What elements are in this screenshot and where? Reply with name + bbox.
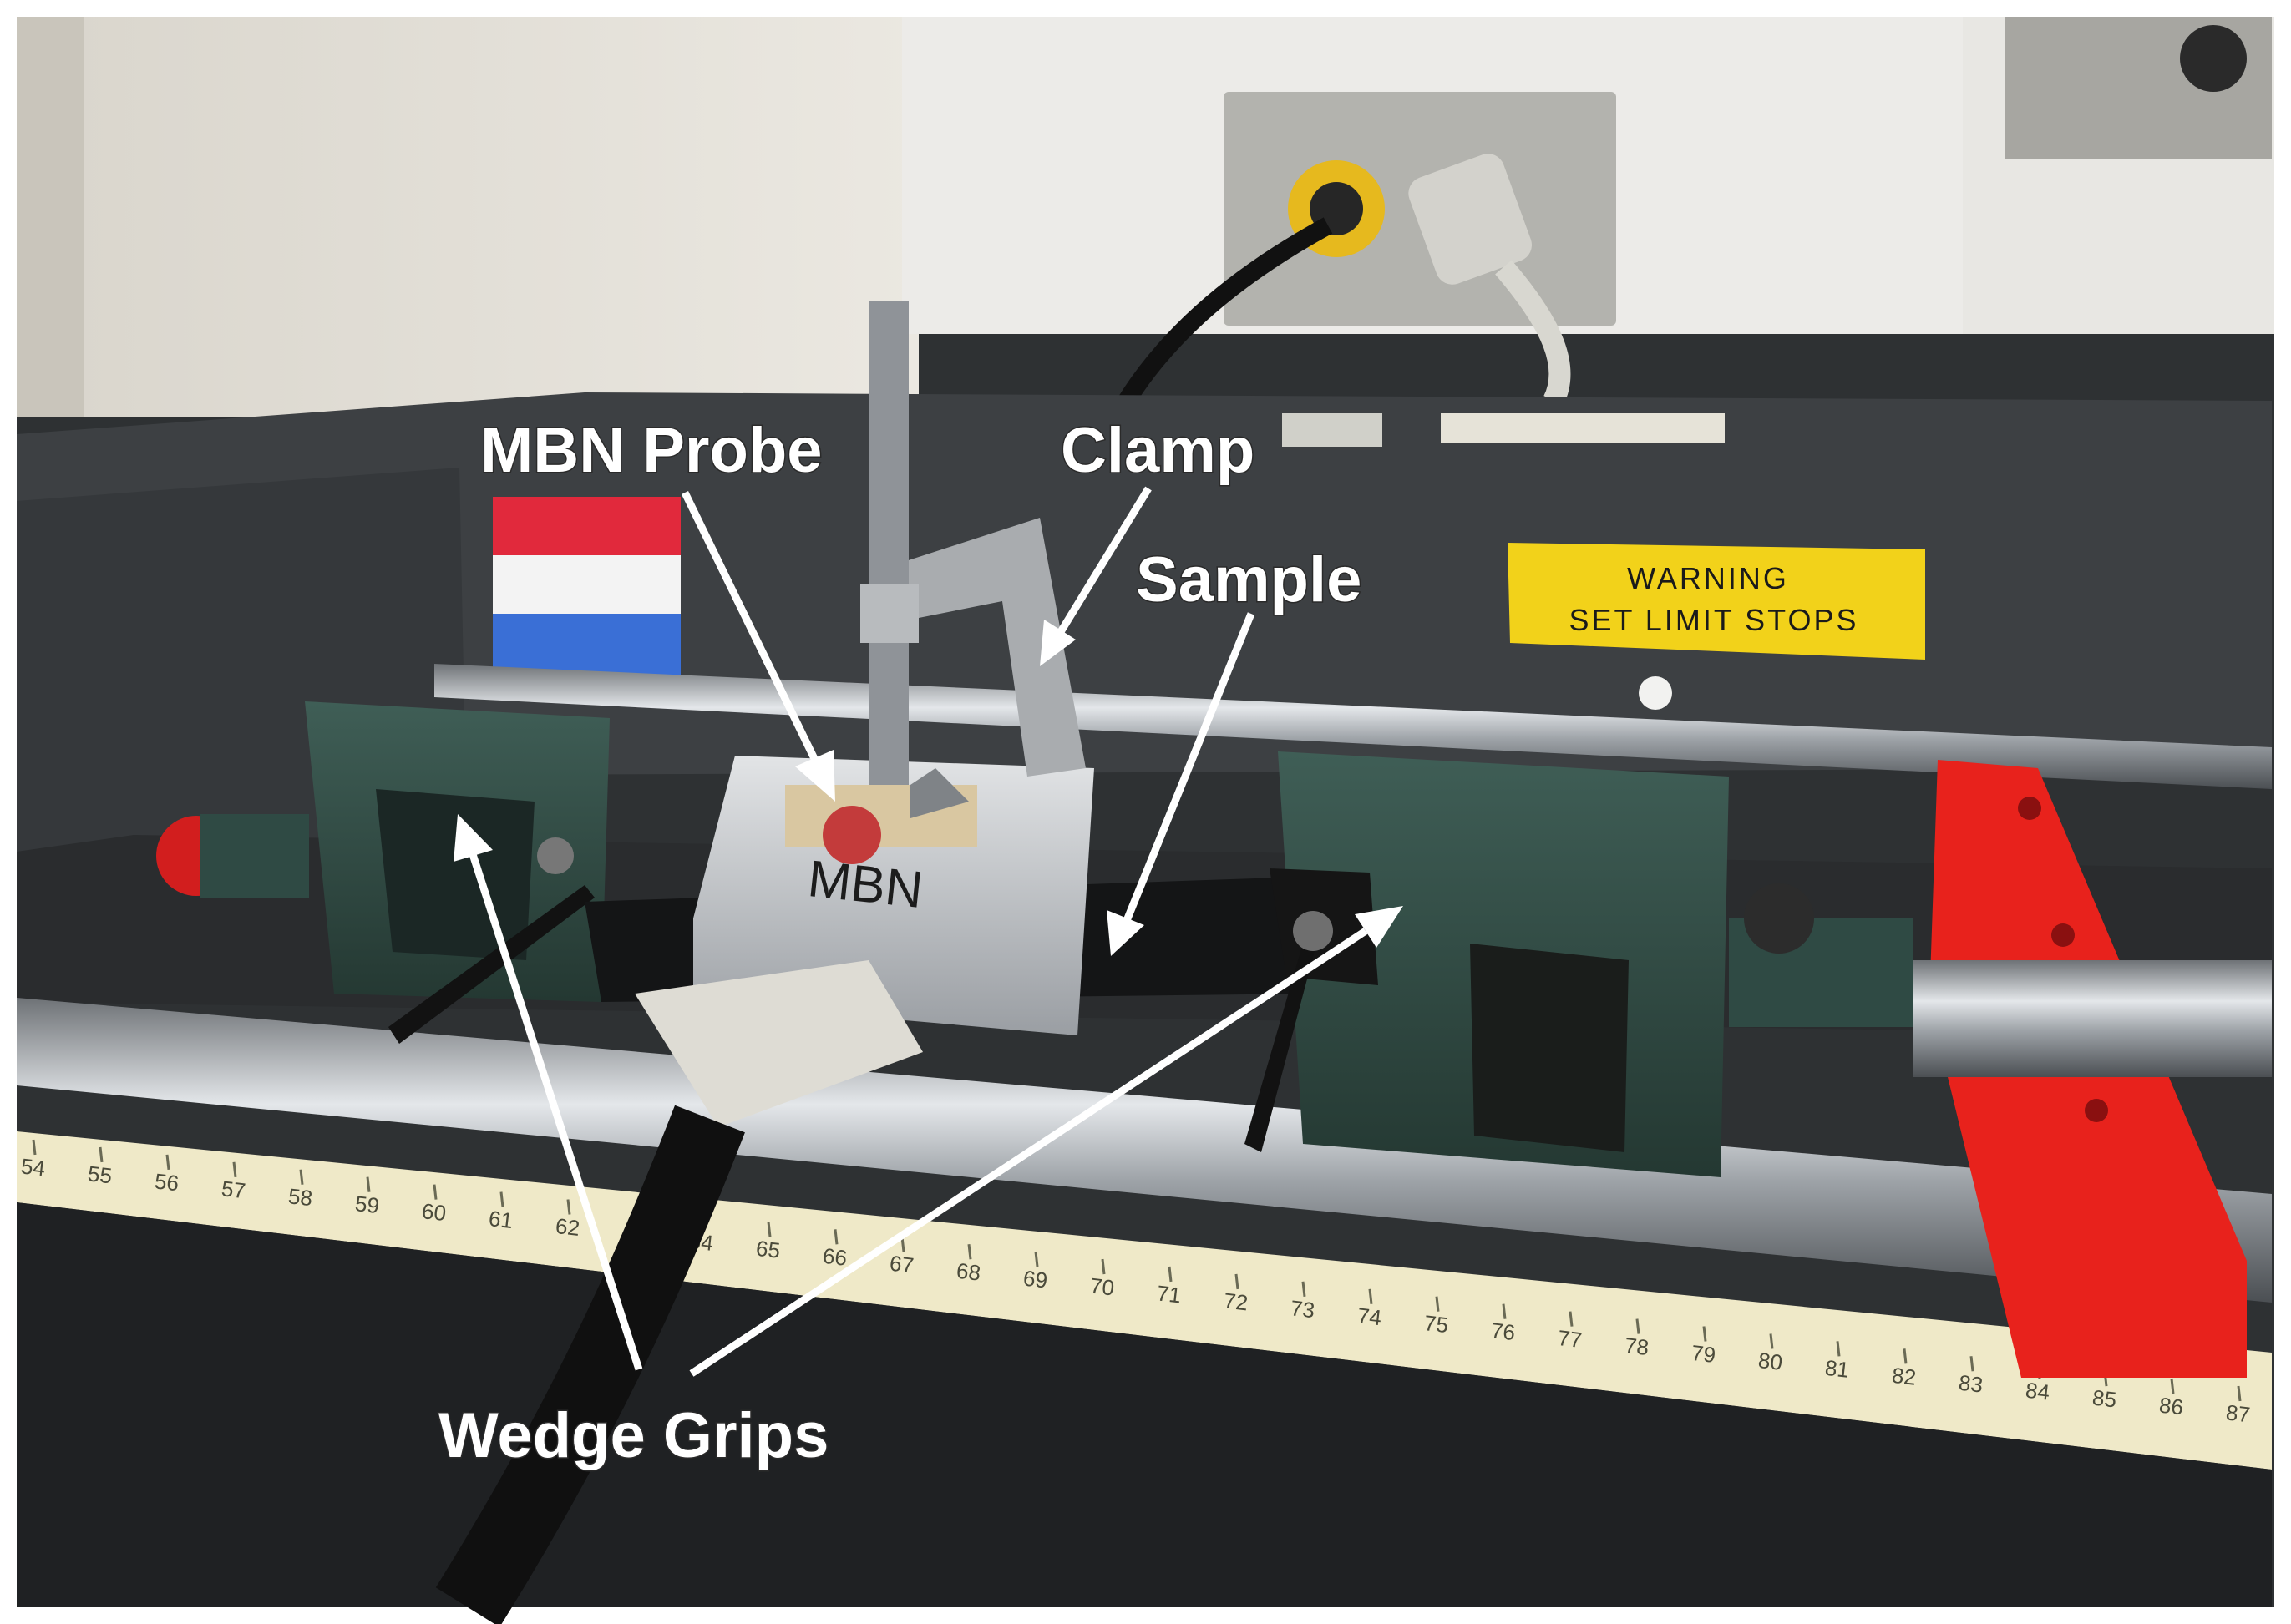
ruler-tick <box>2237 1385 2242 1402</box>
ruler-tick <box>1569 1311 1574 1327</box>
ruler-tick <box>1769 1333 1774 1349</box>
label-mbn-probe: MBN Probe <box>480 415 823 486</box>
ruler-tick <box>1635 1318 1640 1334</box>
warning-sign: WARNING SET LIMIT STOPS <box>1508 543 1925 660</box>
ruler-tick <box>299 1169 304 1185</box>
ruler-number: 56 <box>154 1168 180 1196</box>
ruler-tick <box>32 1139 37 1156</box>
ruler-tick <box>232 1161 237 1177</box>
ruler-number: 82 <box>1891 1363 1918 1390</box>
ruler-number: 65 <box>755 1236 782 1263</box>
ruler-number: 78 <box>1624 1333 1650 1360</box>
ruler-tick <box>566 1199 571 1215</box>
ruler-number: 80 <box>1757 1348 1784 1375</box>
ruler-tick <box>1702 1326 1707 1342</box>
ruler-tick <box>1234 1273 1239 1290</box>
label-clamp: Clamp <box>1061 415 1254 486</box>
ruler-number: 58 <box>287 1183 314 1211</box>
ruler-tick <box>1101 1258 1106 1275</box>
ruler-tick <box>1903 1348 1908 1364</box>
ruler-tick <box>1034 1251 1039 1267</box>
clamp <box>860 301 1086 818</box>
ruler-tick <box>433 1184 438 1200</box>
ruler-tick <box>99 1146 104 1163</box>
ruler-tick <box>834 1229 839 1245</box>
ruler-number: 71 <box>1156 1280 1183 1308</box>
ruler-number: 59 <box>354 1191 381 1218</box>
ruler-tick <box>1435 1296 1440 1312</box>
ruler-tick <box>1368 1288 1373 1304</box>
annotation-arrows <box>454 486 1403 1377</box>
ruler-tick <box>1301 1281 1306 1298</box>
ruler-number: 57 <box>220 1176 247 1203</box>
ruler-tick <box>165 1154 170 1171</box>
probe-cable <box>435 1105 745 1624</box>
ruler-number: 77 <box>1557 1325 1584 1353</box>
ruler-number: 81 <box>1824 1355 1851 1383</box>
probe-connector <box>435 960 923 1624</box>
ruler-number: 61 <box>488 1206 514 1233</box>
right-wedge-grip <box>1244 751 1913 1177</box>
ruler-tick <box>1168 1266 1173 1283</box>
cable <box>1495 260 1571 406</box>
color-sticker <box>493 497 681 680</box>
probe-label: MBN <box>805 850 925 919</box>
arrow-sample <box>1122 612 1255 924</box>
ruler-number: 54 <box>20 1153 47 1181</box>
ruler-tick <box>2170 1378 2175 1394</box>
ruler-number: 84 <box>2025 1378 2051 1405</box>
ruler-number: 74 <box>1356 1303 1383 1330</box>
ruler-number: 85 <box>2091 1385 2118 1413</box>
arrow-mbn-probe <box>681 491 825 774</box>
label-wedge-grips: Wedge Grips <box>438 1400 829 1471</box>
front-rod <box>17 998 2272 1303</box>
ruler-number: 68 <box>955 1258 982 1286</box>
ruler-number: 86 <box>2158 1393 2185 1420</box>
mbn-probe-box: MBN <box>693 756 1094 1035</box>
warning-line2: SET LIMIT STOPS <box>1569 603 1858 637</box>
ruler-number: 67 <box>889 1251 915 1278</box>
ruler-number: 62 <box>555 1213 581 1241</box>
ruler-tick <box>967 1243 972 1260</box>
ruler-tick <box>499 1191 504 1207</box>
arrow-wedge-right <box>689 928 1368 1377</box>
ruler-number: 83 <box>1958 1370 1984 1398</box>
warning-line1: WARNING <box>1627 561 1789 595</box>
ruler-number: 87 <box>2225 1399 2252 1427</box>
ruler-number: 66 <box>822 1243 849 1271</box>
ruler-number: 70 <box>1089 1272 1116 1300</box>
ruler-number: 60 <box>421 1198 448 1226</box>
ruler-number: 69 <box>1022 1266 1049 1293</box>
ruler-tick <box>767 1222 772 1237</box>
wall <box>17 17 919 417</box>
ruler-number: 75 <box>1423 1310 1450 1338</box>
ruler-number: 55 <box>87 1161 114 1188</box>
photo: WARNING SET LIMIT STOPS 54 55 56 57 58 59 60 61… <box>17 17 2274 1624</box>
ruler-tick <box>366 1176 371 1192</box>
ruler <box>17 1131 2272 1470</box>
ruler-tick <box>1969 1356 1974 1372</box>
label-sample: Sample <box>1136 544 1361 615</box>
ruler-number: 76 <box>1490 1318 1517 1345</box>
ruler-number: 79 <box>1690 1340 1717 1368</box>
ruler-tick <box>1502 1303 1507 1319</box>
arrow-clamp <box>1056 486 1152 637</box>
ruler-number: 72 <box>1223 1288 1249 1315</box>
ruler-number: 73 <box>1290 1295 1316 1323</box>
ruler-tick <box>1836 1341 1841 1357</box>
arrow-wedge-left <box>468 850 643 1371</box>
